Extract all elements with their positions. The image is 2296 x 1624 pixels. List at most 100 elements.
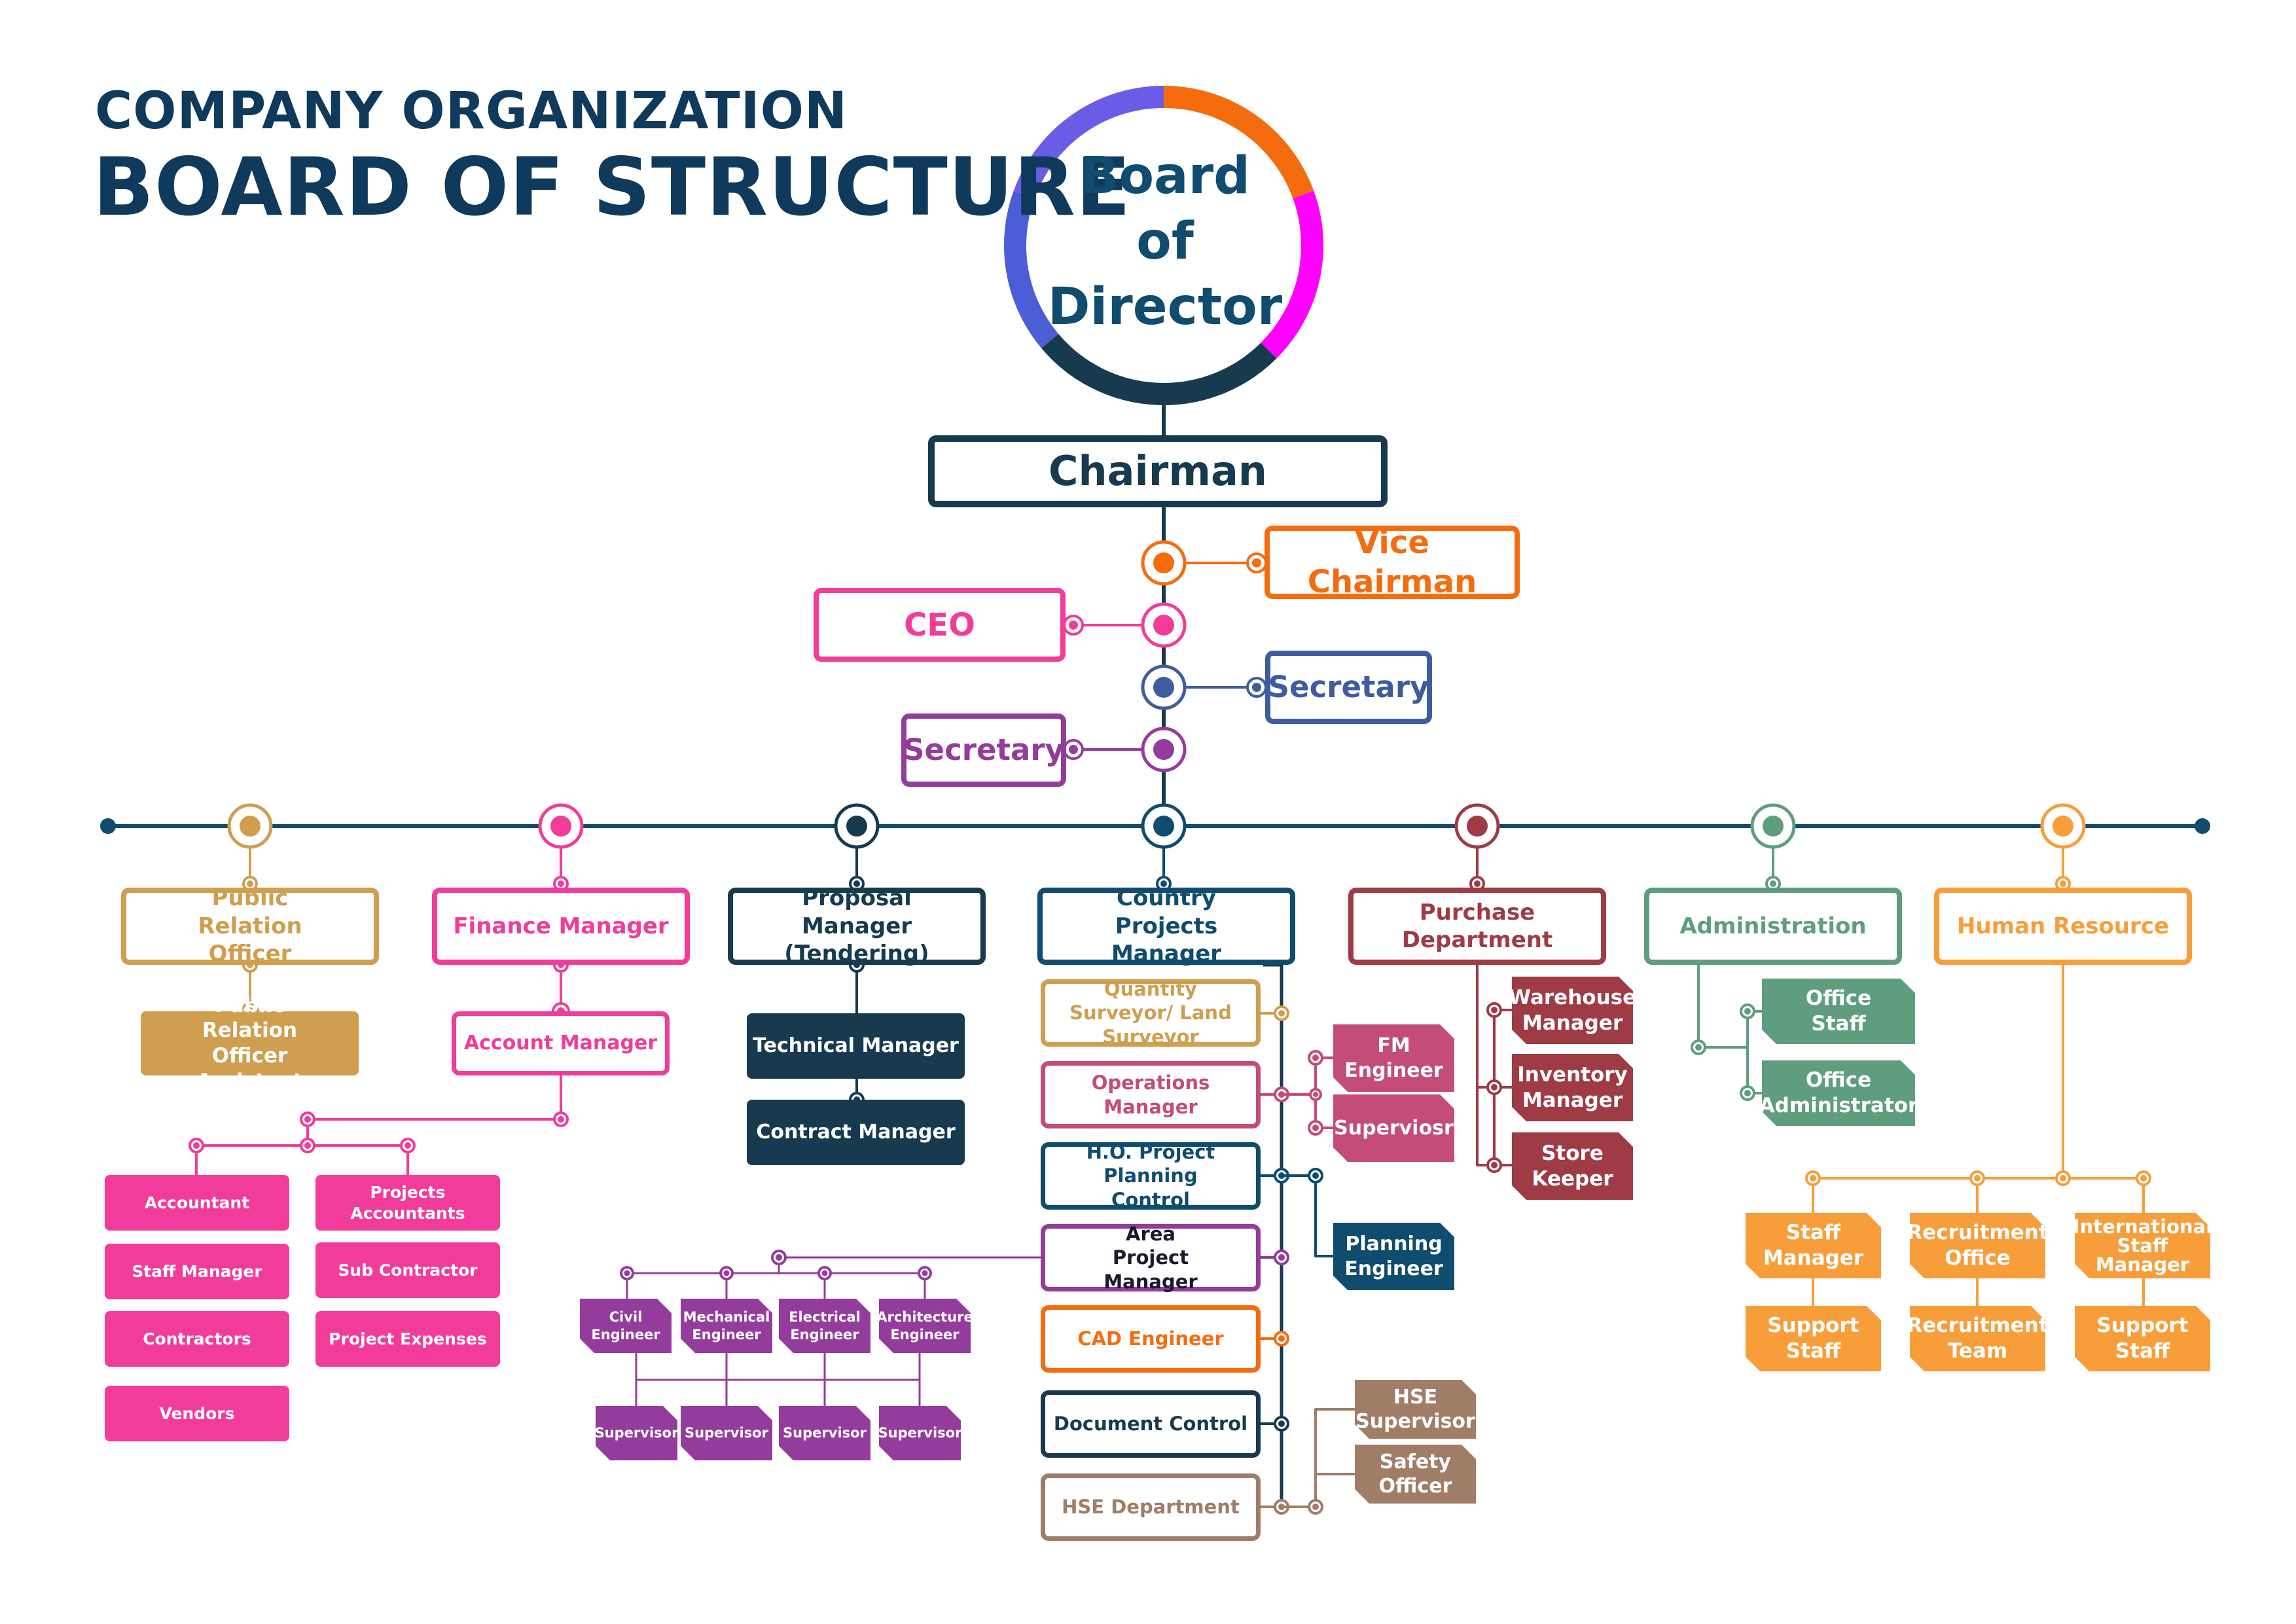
header-title: BOARD OF STRUCTURE bbox=[93, 141, 1132, 234]
technical-manager-box[interactable]: Technical Manager bbox=[747, 1013, 965, 1079]
operations-manager-box[interactable]: Operations Manager bbox=[1041, 1061, 1261, 1128]
cad-engineer-box[interactable]: CAD Engineer bbox=[1041, 1305, 1261, 1373]
sub-contractor-box[interactable]: Sub Contractor bbox=[315, 1242, 500, 1298]
recruitment-office-box[interactable]: Recruitment Office bbox=[1910, 1213, 2045, 1278]
chairman-box[interactable]: Chairman bbox=[928, 435, 1388, 507]
electrical-engineer-box[interactable]: Electrical Engineer bbox=[779, 1299, 870, 1353]
vendors-box[interactable]: Vendors bbox=[105, 1386, 289, 1441]
area-project-manager-box[interactable]: Area Project Manager bbox=[1041, 1223, 1261, 1293]
junction-dot bbox=[2053, 816, 2073, 837]
board-ring-arc bbox=[1041, 333, 1277, 405]
country-projects-manager-box[interactable]: Country Projects Manager bbox=[1037, 885, 1295, 967]
accountant-box[interactable]: Accountant bbox=[105, 1175, 289, 1231]
public-relation-assistant-box[interactable]: Public Relation Officer Assistant bbox=[141, 994, 359, 1093]
secretary-right-box[interactable]: Secretary bbox=[1265, 651, 1432, 724]
connector-dot bbox=[558, 880, 564, 887]
supervisor-1-box[interactable]: Supervisor bbox=[596, 1406, 677, 1460]
ceo-box[interactable]: CEO bbox=[814, 588, 1066, 662]
quantity-surveyor-box[interactable]: Quantity Surveyor/ Land Surveyor bbox=[1041, 978, 1261, 1048]
ho-project-planning-control-box[interactable]: H.O. Project Planning Control bbox=[1041, 1141, 1261, 1211]
supervisor-4-box[interactable]: Supervisor bbox=[879, 1406, 961, 1460]
board-line-1: Board bbox=[1080, 147, 1250, 206]
purchase-department-box[interactable]: Purchase Department bbox=[1348, 888, 1606, 965]
recruitment-team-box[interactable]: Recruitment Team bbox=[1910, 1306, 2045, 1371]
hse-supervisor-box[interactable]: HSE Supervisor bbox=[1355, 1380, 1476, 1439]
connector-dot bbox=[853, 880, 860, 887]
junction-dot bbox=[1467, 816, 1488, 837]
human-resource-box[interactable]: Human Resource bbox=[1934, 888, 2192, 965]
junction-dot bbox=[550, 816, 571, 837]
fm-engineer-box[interactable]: FM Engineer bbox=[1333, 1024, 1454, 1092]
inventory-manager-box[interactable]: Inventory Manager bbox=[1512, 1054, 1633, 1121]
connector-dot bbox=[1160, 880, 1167, 887]
support-staff-1-box[interactable]: Support Staff bbox=[1746, 1306, 1881, 1371]
junction-dot bbox=[1153, 615, 1174, 636]
mechanical-engineer-box[interactable]: Mechanical Engineer bbox=[681, 1299, 772, 1353]
warehouse-manager-box[interactable]: Warehouse Manager bbox=[1512, 977, 1633, 1044]
junction-dot bbox=[1153, 739, 1174, 760]
contractors-box[interactable]: Contractors bbox=[105, 1311, 289, 1367]
connector-line bbox=[1282, 1174, 1333, 1257]
public-relation-officer-box[interactable]: Public Relation Officer bbox=[121, 885, 379, 967]
administration-box[interactable]: Administration bbox=[1644, 888, 1902, 965]
projects-accountants-box[interactable]: Projects Accountants bbox=[315, 1175, 500, 1231]
supervisor-3-box[interactable]: Supervisor bbox=[779, 1406, 870, 1460]
support-staff-2-box[interactable]: Support Staff bbox=[2075, 1306, 2210, 1371]
junction-dot bbox=[1763, 816, 1784, 837]
connector-dot bbox=[193, 1142, 200, 1149]
board-line-3: Director bbox=[1047, 277, 1283, 336]
connector-dot bbox=[247, 880, 253, 887]
connector-dot bbox=[1069, 745, 1078, 754]
connector-dot bbox=[1770, 880, 1776, 887]
connector-dot bbox=[1312, 1504, 1319, 1510]
connector-dot bbox=[1252, 683, 1261, 692]
account-manager-box[interactable]: Account Manager bbox=[452, 1011, 670, 1075]
architecture-engineer-box[interactable]: Architecture Engineer bbox=[879, 1299, 971, 1353]
superviosr-box[interactable]: Superviosr bbox=[1333, 1094, 1454, 1162]
connector-dot bbox=[1491, 1084, 1498, 1091]
connector-line bbox=[1282, 1056, 1333, 1096]
connector-dot bbox=[1312, 1055, 1319, 1061]
connector-dot bbox=[404, 1142, 411, 1149]
connector-dot bbox=[2140, 1175, 2147, 1182]
finance-manager-box[interactable]: Finance Manager bbox=[432, 888, 690, 965]
connector-dot bbox=[1810, 1175, 1816, 1182]
connector-dot bbox=[1278, 1254, 1285, 1261]
connector-dot bbox=[2060, 1175, 2066, 1182]
office-staff-box[interactable]: Office Staff bbox=[1762, 979, 1915, 1044]
connector-dot bbox=[1744, 1090, 1751, 1096]
board-line-2: of bbox=[1136, 211, 1194, 271]
supervisor-2-box[interactable]: Supervisor bbox=[681, 1406, 772, 1460]
contract-manager-box[interactable]: Contract Manager bbox=[747, 1100, 965, 1165]
hse-department-box[interactable]: HSE Department bbox=[1041, 1473, 1261, 1541]
connector-dot bbox=[922, 1270, 928, 1276]
planning-engineer-box[interactable]: Planning Engineer bbox=[1333, 1223, 1454, 1290]
hr-staff-manager-box[interactable]: Staff Manager bbox=[1746, 1213, 1881, 1278]
proposal-manager-box[interactable]: Proposal Manager (Tendering) bbox=[728, 885, 986, 967]
header-subtitle: COMPANY ORGANIZATION bbox=[95, 82, 848, 141]
international-staff-manager-box[interactable]: International Staff Manager bbox=[2075, 1213, 2210, 1278]
junction-dot bbox=[1153, 677, 1174, 698]
office-administrator-box[interactable]: Office Administrator bbox=[1762, 1060, 1915, 1126]
connector-dot bbox=[624, 1270, 630, 1276]
junction-dot bbox=[846, 816, 867, 837]
store-keeper-box[interactable]: Store Keeper bbox=[1512, 1132, 1633, 1200]
connector-dot bbox=[304, 1116, 311, 1123]
connector-dot bbox=[776, 1254, 782, 1261]
connector-dot bbox=[1278, 1010, 1285, 1017]
board-ring-arc bbox=[1004, 190, 1059, 348]
junction-dot bbox=[240, 816, 260, 837]
vice-chairman-box[interactable]: Vice Chairman bbox=[1265, 524, 1520, 600]
project-expenses-box[interactable]: Project Expenses bbox=[315, 1311, 500, 1367]
staff-manager-finance-box[interactable]: Staff Manager bbox=[105, 1244, 289, 1299]
safety-officer-box[interactable]: Safety Officer bbox=[1355, 1445, 1476, 1504]
secretary-left-box[interactable]: Secretary bbox=[901, 713, 1066, 787]
junction-dot bbox=[1153, 552, 1174, 573]
connector-dot bbox=[1695, 1044, 1702, 1051]
document-control-box[interactable]: Document Control bbox=[1041, 1390, 1261, 1458]
civil-engineer-box[interactable]: Civil Engineer bbox=[580, 1299, 672, 1353]
connector-dot bbox=[1744, 1008, 1751, 1015]
connector-dot bbox=[304, 1142, 311, 1149]
connector-dot bbox=[2060, 880, 2066, 887]
